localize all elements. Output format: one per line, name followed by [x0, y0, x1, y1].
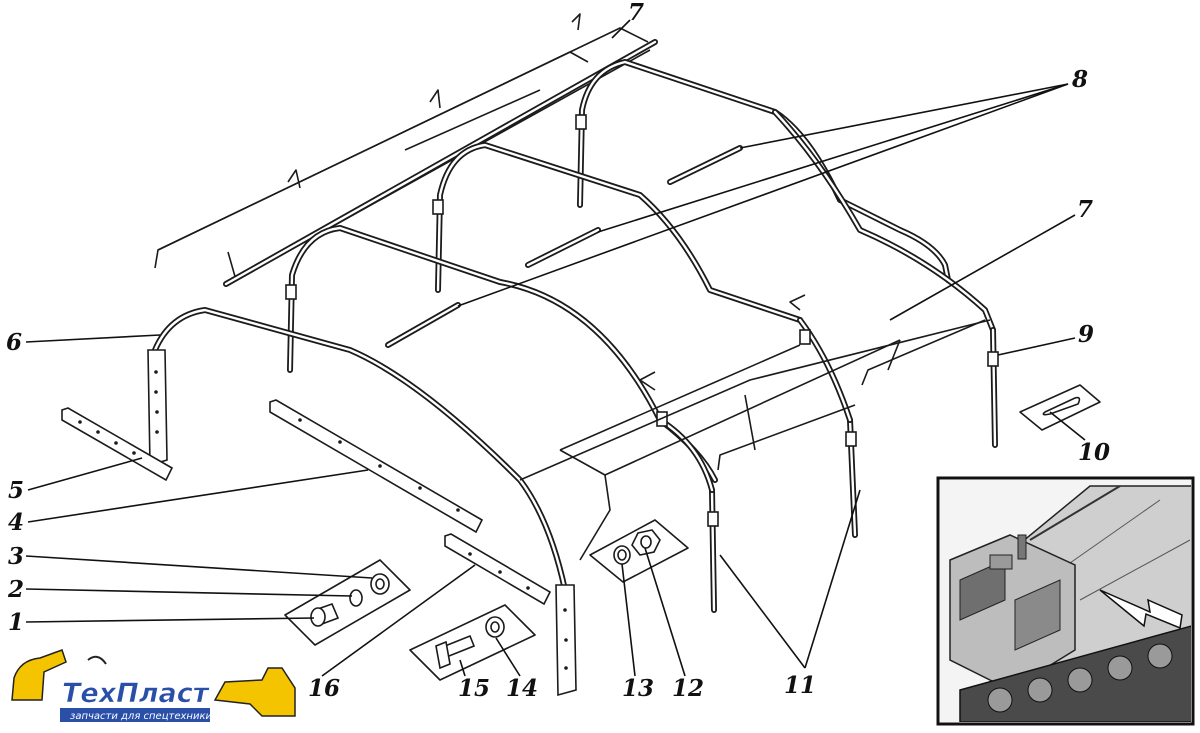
callout-7-top: 7	[628, 0, 644, 26]
hardware-group-12-13	[589, 519, 689, 583]
callout-2: 2	[7, 576, 24, 603]
brand-name: ТехПласт	[62, 678, 210, 709]
brand-logo: ТехПласт запчасти для спецтехники	[11, 649, 296, 722]
front-post-part	[147, 349, 168, 467]
rail-strip-16	[444, 533, 552, 606]
leader-lines	[25, 19, 1086, 677]
hardware-group-10	[1019, 384, 1101, 431]
callout-8: 8	[1071, 66, 1088, 93]
callout-3: 3	[8, 543, 24, 570]
inset-vehicle-view	[936, 476, 1195, 726]
top-panel-part	[154, 13, 658, 287]
rail-strip-4	[269, 399, 484, 534]
callout-6: 6	[6, 329, 22, 356]
callout-12: 12	[672, 675, 704, 702]
callout-15: 15	[458, 675, 490, 702]
callout-13: 13	[622, 675, 654, 702]
callout-1: 1	[8, 609, 24, 636]
loader-bucket-icon	[213, 667, 296, 717]
callout-10: 10	[1078, 439, 1110, 466]
callout-4: 4	[8, 509, 24, 536]
callout-14: 14	[506, 675, 538, 702]
callout-5: 5	[8, 477, 24, 504]
callout-7-side: 7	[1077, 196, 1093, 223]
callout-16: 16	[308, 675, 340, 702]
brand-tagline: запчасти для спецтехники	[70, 711, 212, 722]
corner-post	[555, 584, 577, 697]
roof-bows	[385, 145, 743, 348]
callout-11: 11	[784, 672, 816, 699]
side-panel-part	[519, 294, 991, 561]
callout-numbers: 1 2 3 4 5 6 7 7 8 9 10 11 12 13 14 15 16	[6, 0, 1110, 702]
hardware-group-1-3	[284, 559, 411, 646]
excavator-arm-icon	[11, 649, 67, 701]
callout-9: 9	[1078, 321, 1094, 348]
rail-strip-5	[61, 407, 174, 482]
frame-arches	[152, 59, 999, 613]
hardware-group-14-15	[409, 604, 536, 681]
